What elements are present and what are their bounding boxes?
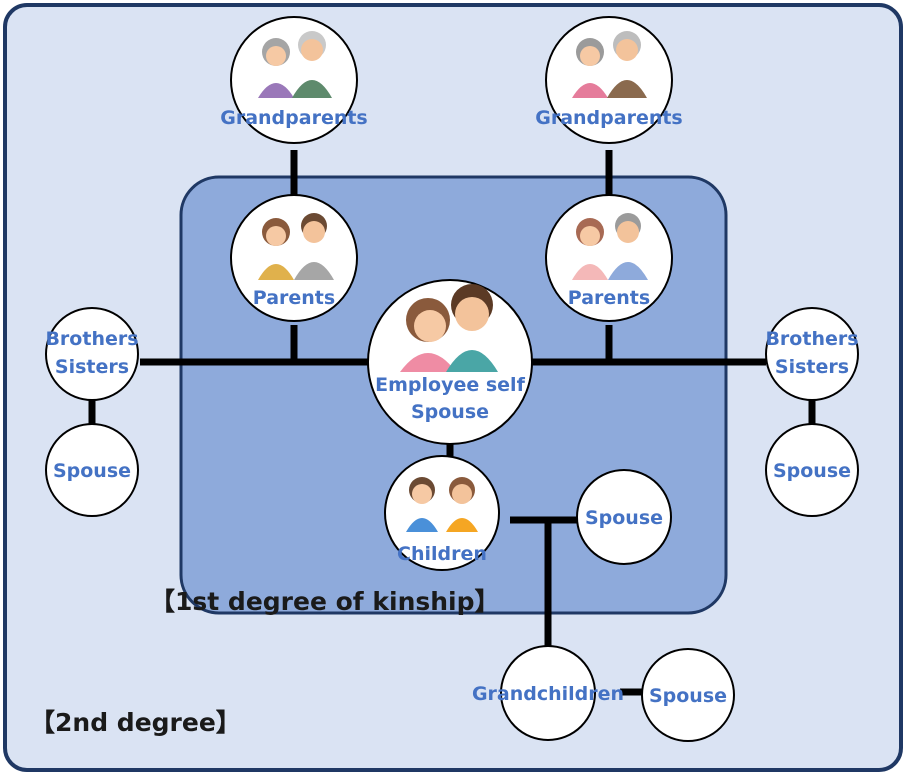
siblings-right-label-2: Sisters xyxy=(775,356,849,378)
parents-icon xyxy=(572,213,648,280)
grandparents-icon xyxy=(258,31,332,98)
node-grandparents-right: Grandparents xyxy=(535,16,683,144)
node-sibling-spouse-left: Spouse xyxy=(45,423,139,517)
parents-icon xyxy=(258,213,334,280)
node-self: Employee self Spouse xyxy=(367,279,533,445)
second-degree-label: 【2nd degree】 xyxy=(30,708,241,737)
connector-lines xyxy=(88,150,816,696)
couple-icon xyxy=(400,284,498,372)
node-grandchildren: Grandchildren xyxy=(472,645,624,741)
self-label: Employee self xyxy=(375,374,525,396)
node-sibling-spouse-right: Spouse xyxy=(765,423,859,517)
node-child-spouse: Spouse xyxy=(576,469,672,565)
siblings-left-label-2: Sisters xyxy=(55,356,129,378)
parents-left-label: Parents xyxy=(253,287,335,309)
node-siblings-right: Brothers Sisters xyxy=(765,307,859,401)
parents-right-label: Parents xyxy=(568,287,650,309)
node-parents-right: Parents xyxy=(545,194,673,322)
children-icon xyxy=(406,477,478,532)
node-grandchild-spouse: Spouse xyxy=(641,648,735,742)
children-label: Children xyxy=(397,543,487,565)
node-siblings-left: Brothers Sisters xyxy=(45,307,139,401)
grandchildren-label: Grandchildren xyxy=(472,683,624,705)
siblings-right-label-1: Brothers xyxy=(765,328,858,350)
grandparents-right-label: Grandparents xyxy=(535,107,683,129)
grandparents-left-label: Grandparents xyxy=(220,107,368,129)
sibling-spouse-right-label: Spouse xyxy=(773,460,851,482)
node-children: Children xyxy=(384,455,500,571)
self-spouse-label: Spouse xyxy=(411,401,489,423)
grandparents-icon xyxy=(572,31,647,98)
child-spouse-label: Spouse xyxy=(585,507,663,529)
sibling-spouse-left-label: Spouse xyxy=(53,460,131,482)
siblings-left-label-1: Brothers xyxy=(45,328,138,350)
node-parents-left: Parents xyxy=(230,194,358,322)
first-degree-label: 【1st degree of kinship】 xyxy=(150,587,500,616)
node-grandparents-left: Grandparents xyxy=(220,16,368,144)
grandchild-spouse-label: Spouse xyxy=(649,685,727,707)
